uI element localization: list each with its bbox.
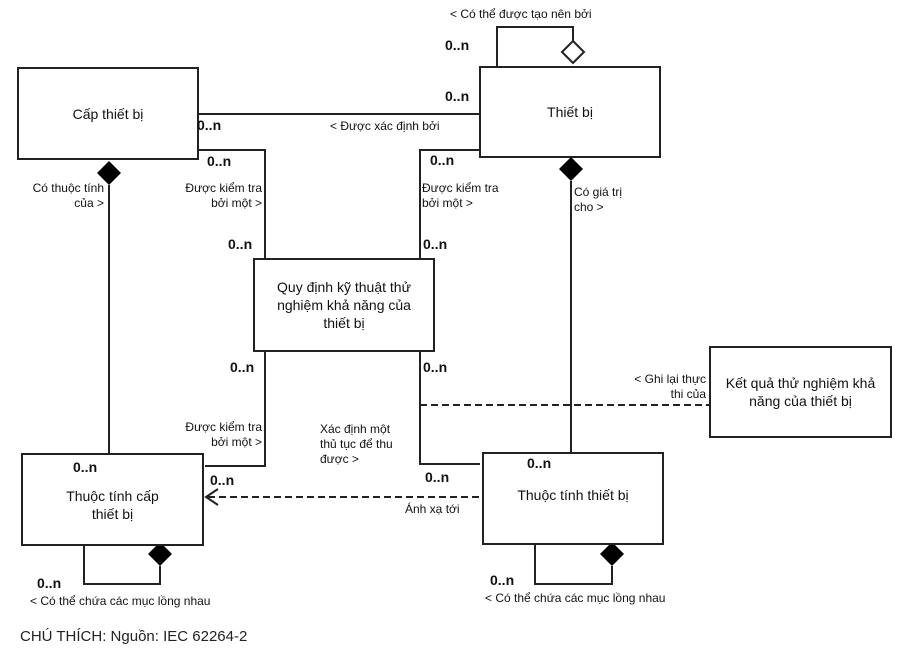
self-nested-thuoc-tinh-cap [83, 545, 161, 585]
label-nested-right: < Có thể chứa các mục lồng nhau [485, 591, 666, 605]
label-kiem-tra-left-top: Được kiểm tra bởi một > [160, 181, 262, 211]
label-line: bởi một > [211, 196, 262, 210]
multiplicity: 0..n [207, 153, 232, 169]
label-line: Được kiểm tra [185, 420, 262, 434]
label-line: của > [74, 196, 104, 210]
multiplicity: 0..n [210, 472, 235, 488]
class-ket-qua: Kết quả thử nghiệm khả năng của thiết bị [709, 346, 892, 438]
arrow-head-icon [204, 488, 219, 506]
multiplicity: 0..n [73, 459, 98, 475]
label-line: < Ghi lại thực [634, 372, 706, 386]
label-line: bởi một > [211, 435, 262, 449]
class-thuoc-tinh-cap: Thuộc tính cấp thiết bị [21, 453, 204, 546]
multiplicity: 0..n [228, 236, 253, 252]
class-label: Thuộc tính cấp thiết bị [66, 487, 159, 522]
class-label: Kết quả thử nghiệm khả năng của thiết bị [725, 375, 876, 409]
class-quy-dinh: Quy định kỹ thuật thử nghiệm khả năng củ… [253, 258, 435, 352]
label-anh-xa-toi: Ánh xạ tới [405, 502, 460, 516]
label-line: cho > [574, 200, 604, 214]
label-line: thi của [670, 387, 706, 401]
class-label: Thiết bị [547, 104, 593, 120]
class-thuoc-tinh-tb: Thuộc tính thiết bị [482, 452, 664, 545]
multiplicity: 0..n [430, 152, 455, 168]
class-thiet-bi: Thiết bị [479, 66, 661, 158]
multiplicity: 0..n [37, 575, 62, 591]
filled-diamond-icon [600, 542, 624, 566]
label-duoc-xac-dinh-boi: < Được xác định bởi [330, 119, 440, 133]
filled-diamond-icon [148, 542, 172, 566]
label-kiem-tra-left-bottom: Được kiểm tra bởi một > [160, 420, 262, 450]
class-label: Thuộc tính thiết bị [517, 486, 629, 503]
multiplicity: 0..n [490, 572, 515, 588]
hollow-diamond-icon [560, 39, 586, 65]
assoc-cap-quy-dinh [198, 149, 266, 258]
label-xac-dinh-thu-tuc: Xác định một thủ tục để thu được > [320, 422, 393, 467]
class-label: Cấp thiết bị [72, 105, 144, 122]
multiplicity: 0..n [425, 469, 450, 485]
filled-diamond-icon [559, 157, 583, 181]
filled-diamond-icon [97, 161, 121, 185]
multiplicity: 0..n [445, 37, 470, 53]
class-label: Quy định kỹ thuật thử nghiệm khả năng củ… [277, 279, 411, 331]
label-co-thuoc-tinh-cua: Có thuộc tính của > [10, 181, 104, 211]
label-line: Được kiểm tra [185, 181, 262, 195]
self-nested-thuoc-tinh-tb [534, 545, 613, 585]
label-line: thủ tục để thu [320, 437, 393, 451]
assoc-quy-dinh-thuoc-tinh-cap [205, 352, 266, 467]
self-aggregation-thiet-bi [496, 26, 574, 66]
figure-caption: CHÚ THÍCH: Nguồn: IEC 62264-2 [20, 628, 248, 645]
label-line: Có giá trị [574, 185, 623, 199]
label-nested-left: < Có thể chứa các mục lồng nhau [30, 594, 211, 608]
multiplicity: 0..n [423, 359, 448, 375]
label-line: Xác định một [320, 422, 391, 436]
label-line: bởi một > [422, 196, 473, 210]
label-self-thiet-bi: < Có thể được tạo nên bởi [450, 7, 592, 21]
label-line: Có thuộc tính [32, 181, 104, 195]
multiplicity: 0..n [197, 117, 222, 133]
label-line: được > [320, 452, 359, 466]
assoc-quy-dinh-thuoc-tinh-tb [419, 352, 480, 465]
label-ghi-lai: < Ghi lại thực thi của [600, 372, 706, 402]
multiplicity: 0..n [230, 359, 255, 375]
assoc-thiet-bi-quy-dinh [419, 149, 480, 258]
class-cap-thiet-bi: Cấp thiết bị [17, 67, 199, 160]
multiplicity: 0..n [527, 455, 552, 471]
label-line: Được kiểm tra [422, 181, 499, 195]
multiplicity: 0..n [423, 236, 448, 252]
label-kiem-tra-right-top: Được kiểm tra bởi một > [422, 181, 499, 211]
multiplicity: 0..n [445, 88, 470, 104]
label-co-gia-tri-cho: Có giá trị cho > [574, 185, 622, 215]
